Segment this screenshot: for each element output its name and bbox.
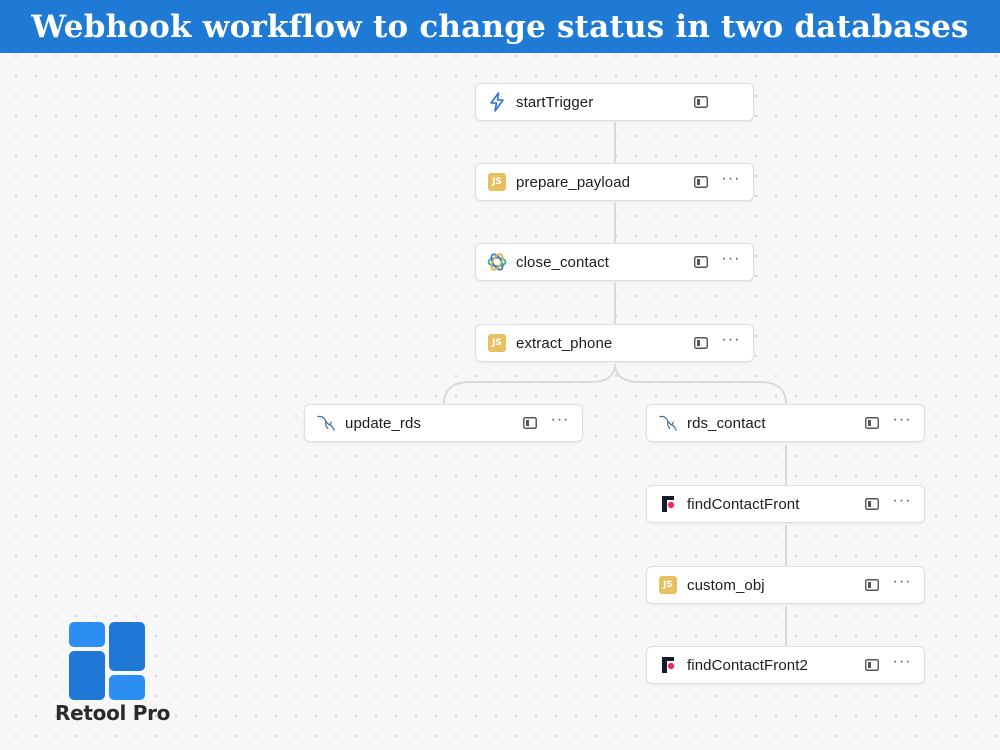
mysql-icon	[658, 413, 678, 433]
retool-logo-icon	[69, 622, 145, 700]
more-options-button[interactable]: ···	[890, 412, 914, 434]
panel-toggle-button[interactable]	[518, 412, 542, 434]
more-options-button[interactable]: ···	[719, 251, 743, 273]
more-options-button[interactable]: ···	[548, 412, 572, 434]
panel-toggle-button[interactable]	[860, 654, 884, 676]
panel-toggle-button[interactable]	[860, 493, 884, 515]
more-icon: ···	[721, 250, 741, 267]
workflow-node-custom-obj[interactable]: JS custom_obj ···	[646, 566, 925, 604]
node-label: extract_phone	[516, 334, 613, 352]
edge-extract-rds	[614, 363, 787, 405]
edge-extract-update	[443, 363, 616, 405]
node-label: startTrigger	[516, 93, 594, 111]
front-app-icon	[658, 655, 678, 675]
panel-toggle-button[interactable]	[689, 251, 713, 273]
more-icon: ···	[892, 653, 912, 670]
more-icon: ···	[721, 170, 741, 187]
panel-toggle-button[interactable]	[860, 574, 884, 596]
panel-toggle-button[interactable]	[689, 171, 713, 193]
javascript-icon: JS	[487, 172, 507, 192]
more-icon: ···	[892, 411, 912, 428]
workflow-node-close-contact[interactable]: close_contact ···	[475, 243, 754, 281]
node-label: findContactFront2	[687, 656, 808, 674]
more-options-button[interactable]: ···	[890, 493, 914, 515]
title-banner: Webhook workflow to change status in two…	[0, 0, 1000, 53]
panel-toggle-button[interactable]	[689, 332, 713, 354]
workflow-node-update-rds[interactable]: update_rds ···	[304, 404, 583, 442]
mysql-icon	[316, 413, 336, 433]
node-label: prepare_payload	[516, 173, 631, 191]
workflow-node-rds-contact[interactable]: rds_contact ···	[646, 404, 925, 442]
brand-name: Retool Pro	[55, 701, 171, 725]
workflow-node-starttrigger[interactable]: startTrigger	[475, 83, 754, 121]
more-icon: ···	[892, 573, 912, 590]
more-icon: ···	[721, 331, 741, 348]
more-options-button[interactable]: ···	[719, 171, 743, 193]
more-options-button[interactable]: ···	[890, 654, 914, 676]
workflow-node-extract-phone[interactable]: JS extract_phone ···	[475, 324, 754, 362]
node-label: update_rds	[345, 414, 422, 432]
node-label: close_contact	[516, 253, 610, 271]
lightning-icon	[487, 92, 507, 112]
banner-title: Webhook workflow to change status in two…	[31, 8, 969, 45]
node-label: rds_contact	[687, 414, 766, 432]
close-crm-icon	[487, 252, 507, 272]
more-options-button[interactable]: ···	[719, 332, 743, 354]
javascript-icon: JS	[658, 575, 678, 595]
node-label: findContactFront	[687, 495, 800, 513]
workflow-node-findcontactfront2[interactable]: findContactFront2 ···	[646, 646, 925, 684]
workflow-node-findcontactfront[interactable]: findContactFront ···	[646, 485, 925, 523]
panel-toggle-button[interactable]	[689, 91, 713, 113]
more-icon: ···	[550, 411, 570, 428]
more-icon: ···	[892, 492, 912, 509]
javascript-icon: JS	[487, 333, 507, 353]
front-app-icon	[658, 494, 678, 514]
more-options-button[interactable]: ···	[890, 574, 914, 596]
panel-toggle-button[interactable]	[860, 412, 884, 434]
workflow-node-prepare-payload[interactable]: JS prepare_payload ···	[475, 163, 754, 201]
node-label: custom_obj	[687, 576, 765, 594]
